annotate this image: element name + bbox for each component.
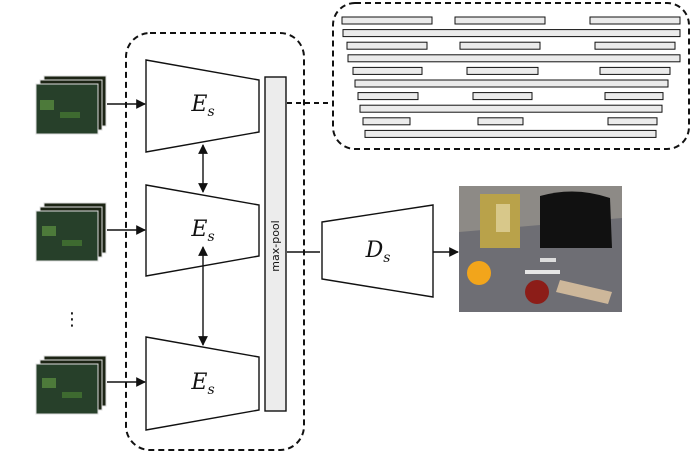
- feature-bar: [352, 66, 423, 75]
- feature-bar: [341, 16, 433, 25]
- svg-text:Es: Es: [190, 92, 214, 120]
- feature-bar: [466, 66, 539, 75]
- decoder-block: Ds: [321, 204, 434, 298]
- encoder-group-outline: [125, 32, 305, 451]
- apple-object: [525, 280, 549, 304]
- feature-group-outline: [332, 2, 690, 150]
- feature-bar: [594, 41, 676, 50]
- feature-bar: [362, 117, 411, 126]
- input-frames-middle: [35, 202, 107, 262]
- feature-bar: [604, 92, 664, 101]
- feature-bar: [477, 117, 524, 126]
- svg-text:Ds: Ds: [365, 238, 391, 266]
- feature-bar: [357, 92, 419, 101]
- feature-bars: [341, 16, 681, 138]
- feature-bar: [346, 41, 428, 50]
- ellipsis-dots: ⋮: [63, 309, 81, 330]
- feature-bar: [599, 66, 671, 75]
- feature-bar: [359, 104, 663, 113]
- max-pool-bar: max-pool: [264, 76, 287, 412]
- feature-bar: [364, 129, 657, 138]
- orange-object: [467, 261, 491, 285]
- feature-bar: [607, 117, 658, 126]
- encoder-block-3: Es: [145, 336, 260, 431]
- feature-bar: [454, 16, 546, 25]
- bag-object: [540, 191, 612, 248]
- max-pool-label: max-pool: [269, 220, 282, 271]
- encoder-block-1: Es: [145, 59, 260, 153]
- input-frames-top: [35, 75, 107, 135]
- feature-bar: [589, 16, 681, 25]
- output-scene-image: [459, 186, 622, 312]
- input-frames-bottom: [35, 355, 107, 415]
- svg-text:Es: Es: [190, 217, 214, 245]
- encoder-block-2: Es: [145, 184, 260, 277]
- feature-bar: [472, 92, 533, 101]
- feature-bar: [459, 41, 541, 50]
- feature-bar: [342, 29, 681, 38]
- svg-text:Es: Es: [190, 370, 214, 398]
- feature-bar: [347, 54, 681, 63]
- feature-bar: [354, 79, 669, 88]
